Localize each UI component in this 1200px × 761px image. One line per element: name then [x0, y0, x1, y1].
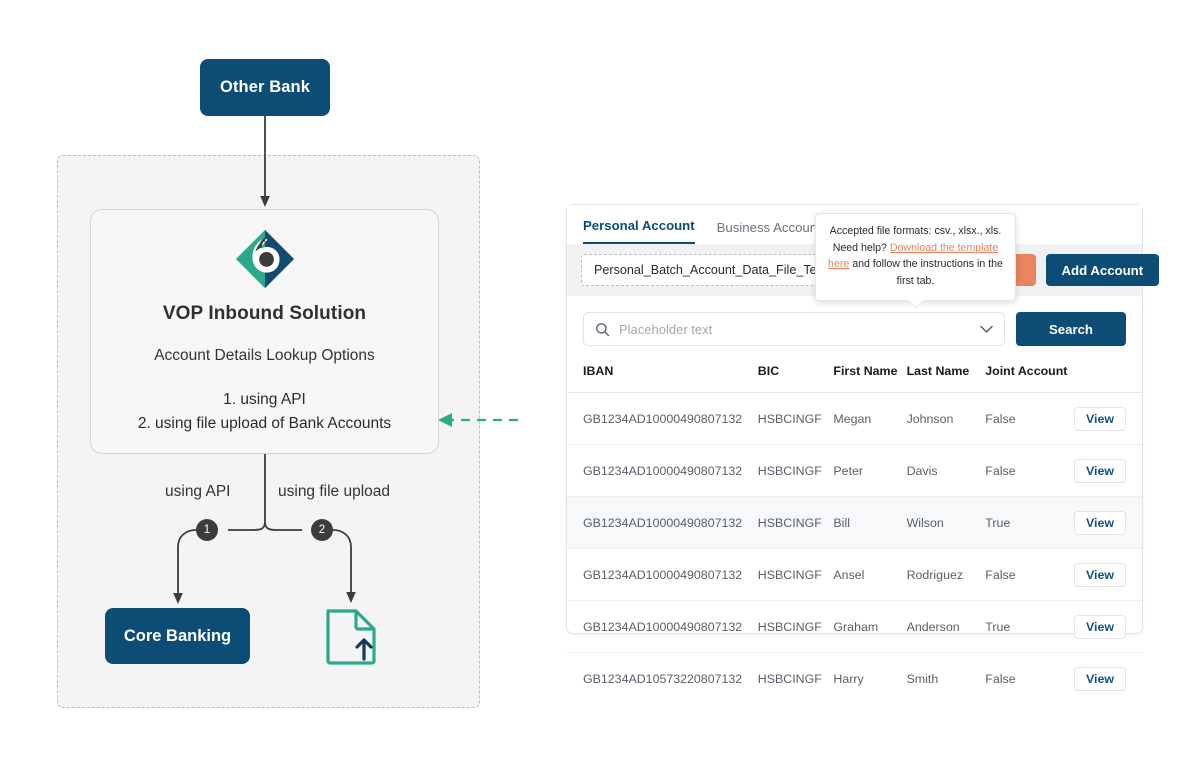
- branch-label-using-file-upload: using file upload: [278, 483, 391, 500]
- other-bank-node[interactable]: Other Bank: [200, 59, 330, 116]
- table-row[interactable]: GB1234AD10000490807132 HSBCINGF Graham Ande…: [567, 601, 1142, 653]
- cell-actions: View: [1073, 549, 1142, 601]
- file-upload-toolbar: Accepted file formats: csv., xlsx., xls.…: [567, 213, 1160, 301]
- column-header-joint-account: Joint Account: [985, 364, 1068, 378]
- view-button[interactable]: View: [1073, 406, 1126, 431]
- download-template-link[interactable]: Download the template: [889, 241, 999, 254]
- other-bank-label: Other Bank: [220, 78, 310, 96]
- tab-personal-account[interactable]: Personal Account: [583, 218, 695, 244]
- cell-last-name: Johnson: [906, 411, 954, 426]
- download-here-link[interactable]: here: [828, 258, 850, 271]
- view-button[interactable]: View: [1073, 458, 1126, 483]
- search-icon: [596, 322, 610, 336]
- cell-iban: GB1234AD10000490807132: [583, 463, 743, 478]
- cell-iban: GB1234AD10000490807132: [583, 567, 743, 582]
- step-badge-1: 1: [196, 519, 218, 541]
- cell-first-name: Peter: [833, 463, 864, 478]
- cell-iban: GB1234AD10573220807132: [583, 671, 743, 686]
- chevron-down-icon[interactable]: [980, 325, 993, 334]
- cell-joint-account: False: [985, 671, 1016, 686]
- step-badge-1-label: 1: [203, 524, 211, 536]
- cell-iban: GB1234AD10000490807132: [583, 411, 743, 426]
- cell-actions: View: [1073, 393, 1142, 445]
- cell-last-name: Wilson: [906, 515, 944, 530]
- vop-option-1: 1. using API: [223, 391, 306, 408]
- table-row[interactable]: GB1234AD10573220807132 HSBCINGF Harry Smith…: [567, 653, 1142, 705]
- vop-brand-logo-icon: [235, 229, 294, 289]
- cell-first-name: Bill: [833, 515, 850, 530]
- cell-joint-account: True: [985, 619, 1011, 634]
- tab-business-account[interactable]: Business Account: [716, 220, 821, 235]
- core-banking-label: Core Banking: [123, 626, 232, 645]
- cell-first-name: Harry: [833, 671, 864, 686]
- cell-first-name: Megan: [833, 411, 872, 426]
- file-format-tooltip: Accepted file formats: csv., xlsx., xls.…: [815, 213, 1016, 301]
- table-header-row: IBAN BIC First Name Last Name Joint Acco…: [567, 360, 1142, 393]
- tooltip-line-2-post: and follow the instructions in the first…: [849, 258, 1003, 288]
- cell-first-name: Ansel: [833, 567, 865, 582]
- vop-inbound-solution-card: VOP Inbound Solution Account Details Loo…: [90, 209, 439, 454]
- cell-joint-account: False: [985, 567, 1016, 582]
- column-header-actions: [1074, 360, 1142, 393]
- cell-last-name: Smith: [906, 671, 939, 686]
- branch-label-using-api: using API: [165, 483, 231, 500]
- cell-joint-account: False: [985, 463, 1016, 478]
- step-badge-2-label: 2: [318, 524, 326, 536]
- column-header-iban: IBAN: [583, 364, 614, 378]
- search-input-placeholder: Placeholder text: [619, 321, 713, 337]
- selected-file-name: Personal_Batch_Account_Data_File_Templat…: [594, 263, 877, 277]
- view-button[interactable]: View: [1073, 510, 1126, 535]
- cell-actions: View: [1073, 653, 1142, 705]
- table-row[interactable]: GB1234AD10000490807132 HSBCINGF Ansel Rodri…: [567, 549, 1142, 601]
- search-toolbar: Placeholder text Search: [567, 296, 1142, 360]
- step-badge-2: 2: [311, 519, 333, 541]
- view-button[interactable]: View: [1073, 562, 1126, 587]
- table-row[interactable]: GB1234AD10000490807132 HSBCINGF Bill Wilson…: [567, 496, 1142, 549]
- cell-bic: HSBCINGF: [757, 671, 822, 686]
- account-management-panel: Personal Account Business Account Accept…: [566, 204, 1160, 691]
- cell-iban: GB1234AD10000490807132: [583, 515, 743, 530]
- tooltip-line-1: Accepted file formats: csv., xlsx., xls.: [829, 225, 1002, 237]
- cell-first-name: Graham: [833, 619, 879, 634]
- table-row[interactable]: GB1234AD10000490807132 HSBCINGF Peter Davis…: [567, 445, 1142, 497]
- core-banking-node[interactable]: Core Banking: [105, 608, 250, 664]
- accounts-table-head: IBAN BIC First Name Last Name Joint Acco…: [567, 360, 1142, 393]
- column-header-last-name: Last Name: [906, 364, 970, 378]
- add-account-button[interactable]: Add Account: [1045, 254, 1160, 286]
- vop-card-subtitle: Account Details Lookup Options: [154, 347, 375, 364]
- vop-option-2: 2. using file upload of Bank Accounts: [137, 415, 392, 433]
- table-row[interactable]: GB1234AD10000490807132 HSBCINGF Megan Johns…: [567, 393, 1142, 445]
- view-button[interactable]: View: [1073, 614, 1126, 639]
- vop-card-options: 1. using API 2. using file upload of Ban…: [91, 388, 438, 436]
- cell-joint-account: False: [985, 411, 1016, 426]
- cell-actions: View: [1073, 601, 1142, 653]
- vop-card-title: VOP Inbound Solution: [162, 303, 367, 324]
- cell-bic: HSBCINGF: [757, 619, 822, 634]
- column-header-bic: BIC: [757, 364, 780, 378]
- cell-joint-account: True: [985, 515, 1011, 530]
- column-header-first-name: First Name: [833, 364, 898, 378]
- view-button[interactable]: View: [1073, 666, 1126, 691]
- accounts-table: IBAN BIC First Name Last Name Joint Acco…: [567, 360, 1142, 704]
- cell-actions: View: [1073, 445, 1142, 497]
- cell-bic: HSBCINGF: [757, 463, 822, 478]
- cell-actions: View: [1073, 497, 1142, 549]
- cell-bic: HSBCINGF: [757, 515, 822, 530]
- cell-last-name: Davis: [906, 463, 938, 478]
- search-input-wrapper[interactable]: Placeholder text: [583, 312, 1005, 346]
- search-button[interactable]: Search: [1016, 312, 1126, 346]
- cell-last-name: Anderson: [906, 619, 960, 634]
- cell-last-name: Rodriguez: [906, 567, 964, 582]
- cell-bic: HSBCINGF: [757, 567, 822, 582]
- cell-bic: HSBCINGF: [757, 411, 822, 426]
- cell-iban: GB1234AD10000490807132: [583, 619, 743, 634]
- tooltip-line-2-pre: Need help?: [832, 241, 890, 254]
- file-upload-icon: [326, 609, 376, 665]
